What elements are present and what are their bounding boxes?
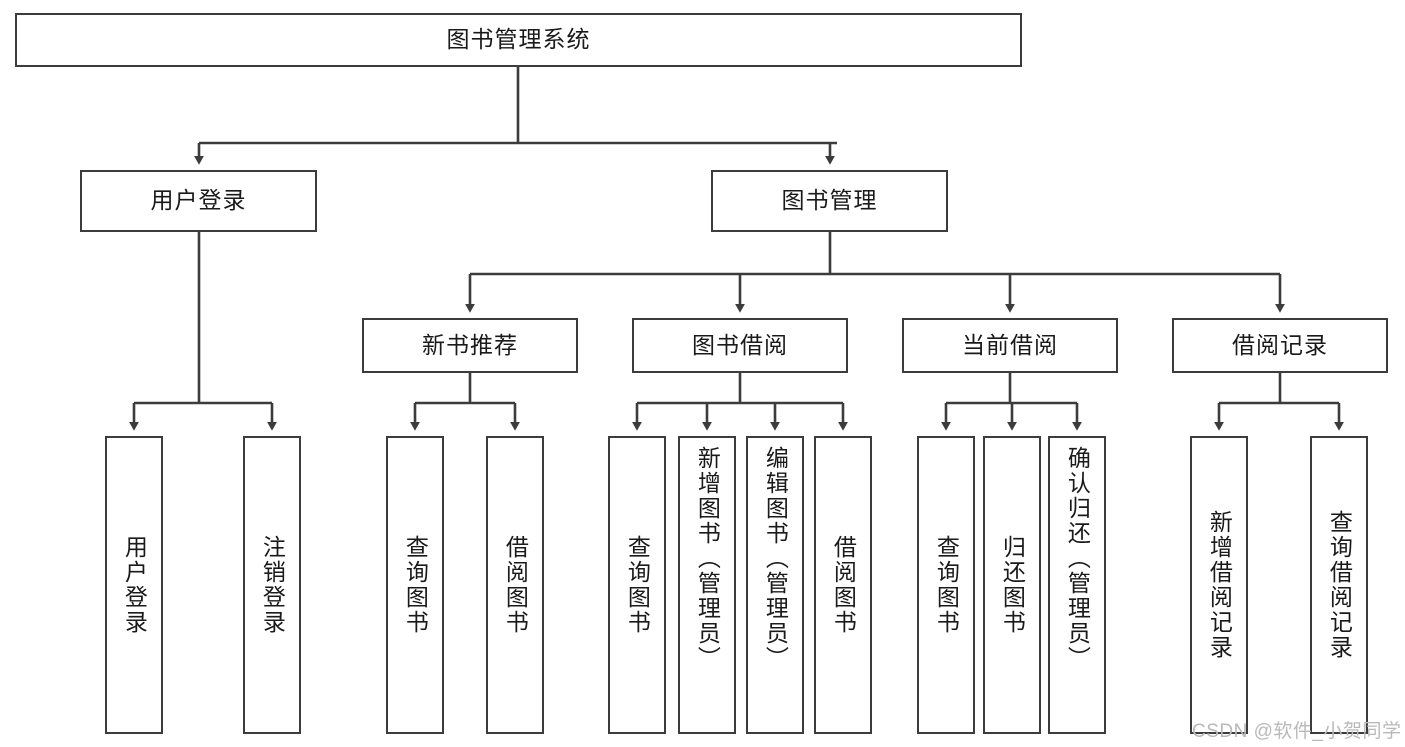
leaf-label: 归还图书 bbox=[999, 535, 1026, 635]
leaf-label: 注销登录 bbox=[259, 535, 286, 635]
leaf-query-book-newbook[interactable]: 查询图书 bbox=[386, 436, 444, 734]
leaf-label: 确认归还（管理员） bbox=[1064, 446, 1091, 671]
node-current-borrow[interactable]: 当前借阅 bbox=[902, 318, 1118, 373]
leaf-label: 查询图书 bbox=[624, 535, 651, 635]
leaf-return-book[interactable]: 归还图书 bbox=[983, 436, 1041, 734]
leaf-label: 用户登录 bbox=[121, 535, 148, 635]
leaf-confirm-return-admin[interactable]: 确认归还（管理员） bbox=[1048, 436, 1106, 734]
node-new-book-recommend-label: 新书推荐 bbox=[422, 331, 518, 358]
leaf-borrow-book-newbook[interactable]: 借阅图书 bbox=[486, 436, 544, 734]
node-book-borrow-label: 图书借阅 bbox=[692, 331, 788, 358]
leaf-label: 新增图书（管理员） bbox=[694, 446, 721, 671]
leaf-label: 借阅图书 bbox=[502, 535, 529, 635]
csdn-watermark: CSDN @软件_小贺同学 bbox=[1192, 721, 1402, 742]
node-root-label: 图书管理系统 bbox=[446, 26, 591, 53]
node-borrow-record[interactable]: 借阅记录 bbox=[1172, 318, 1388, 373]
node-book-management[interactable]: 图书管理 bbox=[711, 170, 948, 232]
leaf-label: 新增借阅记录 bbox=[1206, 510, 1233, 660]
node-current-borrow-label: 当前借阅 bbox=[962, 331, 1058, 358]
leaf-label: 查询图书 bbox=[402, 535, 429, 635]
leaf-query-book-borrow[interactable]: 查询图书 bbox=[608, 436, 666, 734]
leaf-label: 编辑图书（管理员） bbox=[762, 446, 789, 671]
node-borrow-record-label: 借阅记录 bbox=[1232, 331, 1328, 358]
node-root[interactable]: 图书管理系统 bbox=[15, 13, 1022, 67]
leaf-borrow-book[interactable]: 借阅图书 bbox=[814, 436, 872, 734]
node-new-book-recommend[interactable]: 新书推荐 bbox=[362, 318, 578, 373]
node-book-borrow[interactable]: 图书借阅 bbox=[632, 318, 848, 373]
leaf-label: 借阅图书 bbox=[830, 535, 857, 635]
node-book-management-label: 图书管理 bbox=[781, 187, 878, 214]
leaf-label: 查询借阅记录 bbox=[1326, 510, 1353, 660]
leaf-edit-book-admin[interactable]: 编辑图书（管理员） bbox=[746, 436, 804, 734]
leaf-query-borrow-record[interactable]: 查询借阅记录 bbox=[1310, 436, 1368, 734]
leaf-add-book-admin[interactable]: 新增图书（管理员） bbox=[678, 436, 736, 734]
leaf-user-login[interactable]: 用户登录 bbox=[105, 436, 163, 734]
leaf-logout[interactable]: 注销登录 bbox=[243, 436, 301, 734]
node-user-login-label: 用户登录 bbox=[150, 187, 247, 214]
leaf-query-book-current[interactable]: 查询图书 bbox=[917, 436, 975, 734]
node-user-login[interactable]: 用户登录 bbox=[80, 170, 317, 232]
leaf-add-borrow-record[interactable]: 新增借阅记录 bbox=[1190, 436, 1248, 734]
leaf-label: 查询图书 bbox=[933, 535, 960, 635]
